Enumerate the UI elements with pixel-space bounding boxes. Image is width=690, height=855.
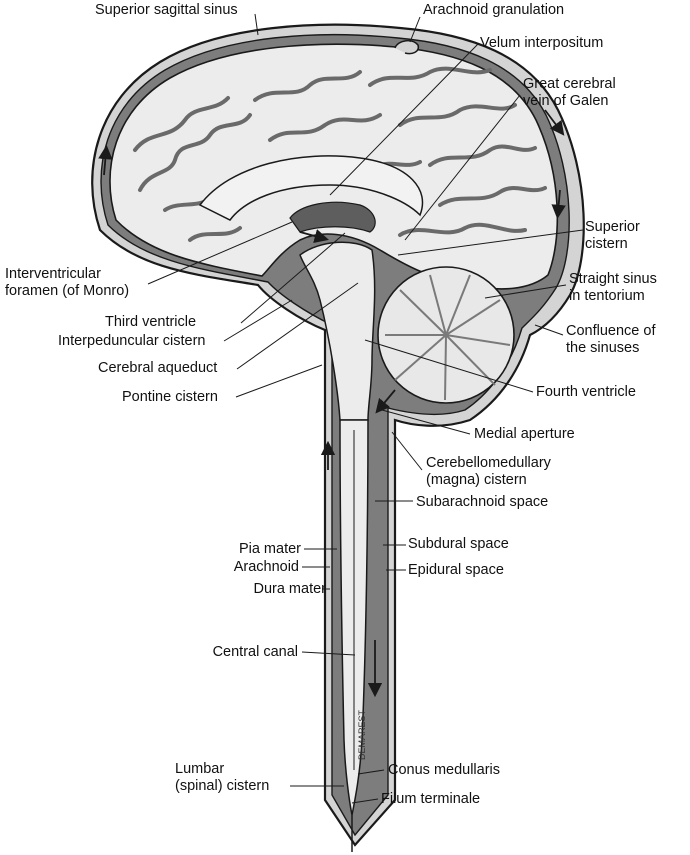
leader-fourth-ventricle — [364, 339, 534, 393]
leader-great-cerebral-vein — [404, 94, 521, 241]
label-pontine-cistern: Pontine cistern — [122, 389, 218, 405]
label-subarachnoid-space: Subarachnoid space — [416, 494, 549, 510]
label-interpeduncular-cistern: Interpeduncular cistern — [58, 333, 206, 349]
brainstem — [299, 241, 376, 421]
label-straight-sinus: Straight sinus in tentorium — [569, 271, 657, 304]
csf-flow-arrows — [98, 109, 566, 698]
label-velum-interpositum: Velum interpositum — [480, 35, 604, 51]
leader-superior-cistern — [397, 229, 584, 256]
label-subdural-space: Subdural space — [408, 536, 509, 552]
arachnoid-granulation-bump — [394, 40, 420, 55]
leader-straight-sinus — [484, 284, 567, 299]
leader-central-canal — [301, 651, 356, 656]
leader-filum-terminale — [351, 798, 379, 804]
label-filum-terminale: Filum terminale — [381, 791, 481, 807]
leader-arachnoid-granulation — [409, 16, 421, 43]
label-cerebral-aqueduct: Cerebral aqueduct — [98, 360, 218, 376]
leader-lines — [147, 13, 584, 804]
leader-cerebral-aqueduct — [236, 282, 359, 370]
label-third-ventricle: Third ventricle — [105, 314, 197, 330]
label-cerebellomedullary-cistern: Cerebellomedullary (magna) cistern — [426, 455, 551, 488]
label-medial-aperture: Medial aperture — [474, 426, 575, 442]
label-conus-medullaris: Conus medullaris — [388, 762, 501, 778]
leader-interventricular-foramen — [147, 221, 293, 285]
label-pia-mater: Pia mater — [238, 541, 301, 557]
label-central-canal: Central canal — [212, 644, 298, 660]
label-superior-sagittal-sinus: Superior sagittal sinus — [95, 2, 238, 18]
lateral-third-ventricle — [289, 201, 376, 233]
leader-conus-medullaris — [357, 769, 385, 775]
leader-superior-sagittal-sinus — [254, 13, 259, 36]
leader-third-ventricle — [240, 232, 346, 324]
label-great-cerebral-vein: Great cerebral vein of Galen — [523, 76, 616, 109]
leader-cerebellomedullary-cistern — [391, 431, 423, 471]
corpus-callosum — [198, 155, 424, 221]
leader-confluence-of-sinuses — [534, 324, 564, 336]
leader-interpeduncular-cistern — [223, 299, 293, 342]
label-superior-cistern: Superior cistern — [585, 219, 640, 252]
label-dura-mater: Dura mater — [253, 581, 326, 597]
label-interventricular-foramen: Interventricular foramen (of Monro) — [5, 266, 130, 299]
leader-velum-interpositum — [329, 43, 479, 196]
label-fourth-ventricle: Fourth ventricle — [536, 384, 636, 400]
illustrator-signature: DEMAREST — [357, 709, 367, 760]
leader-pontine-cistern — [235, 364, 323, 398]
label-confluence-of-sinuses: Confluence of the sinuses — [566, 323, 656, 356]
label-epidural-space: Epidural space — [408, 562, 504, 578]
label-arachnoid-granulation: Arachnoid granulation — [423, 2, 565, 18]
leader-medial-aperture — [381, 409, 471, 435]
label-lumbar-cistern: Lumbar (spinal) cistern — [175, 761, 270, 794]
label-arachnoid: Arachnoid — [233, 559, 299, 575]
